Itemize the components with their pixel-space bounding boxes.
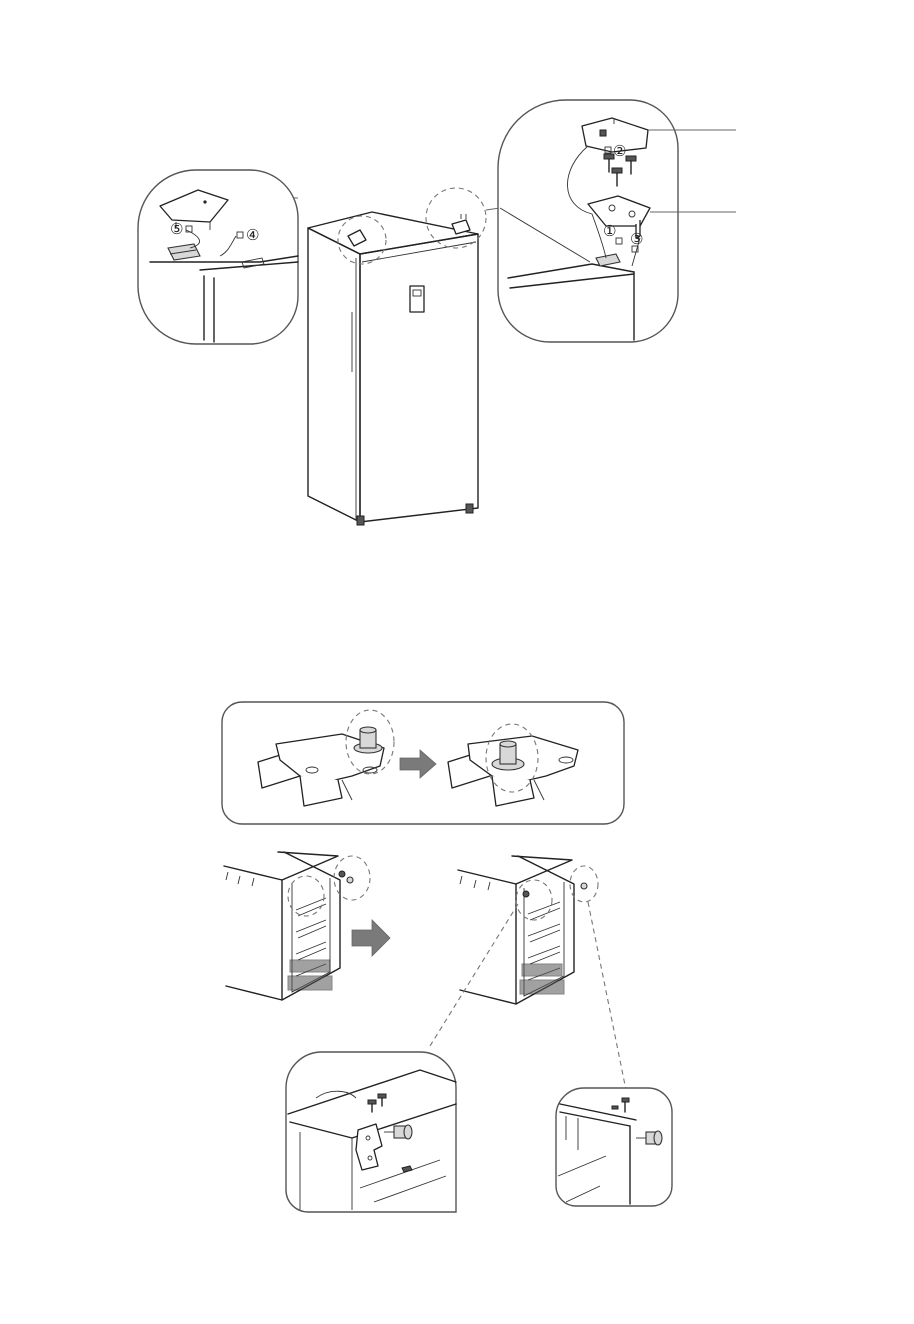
right-magnifier: ② ① ③ (498, 100, 736, 342)
cabinet-back-before (224, 852, 370, 1000)
detail-right (556, 1088, 672, 1206)
label-step-4: ④ (246, 226, 259, 244)
hinge-pin-panel (222, 702, 624, 824)
cabinet-back-after (458, 856, 598, 1004)
right-corner-callout (426, 188, 486, 248)
label-step-1: ① (603, 222, 616, 240)
bottom-arrow (352, 920, 390, 956)
label-step-3: ③ (630, 230, 643, 248)
right-arrow-icon (352, 920, 390, 956)
label-step-2: ② (613, 142, 626, 160)
label-step-5: ⑤ (170, 220, 183, 238)
detail-left (286, 1052, 456, 1212)
left-magnifier: ⑤ ④ (138, 170, 298, 344)
